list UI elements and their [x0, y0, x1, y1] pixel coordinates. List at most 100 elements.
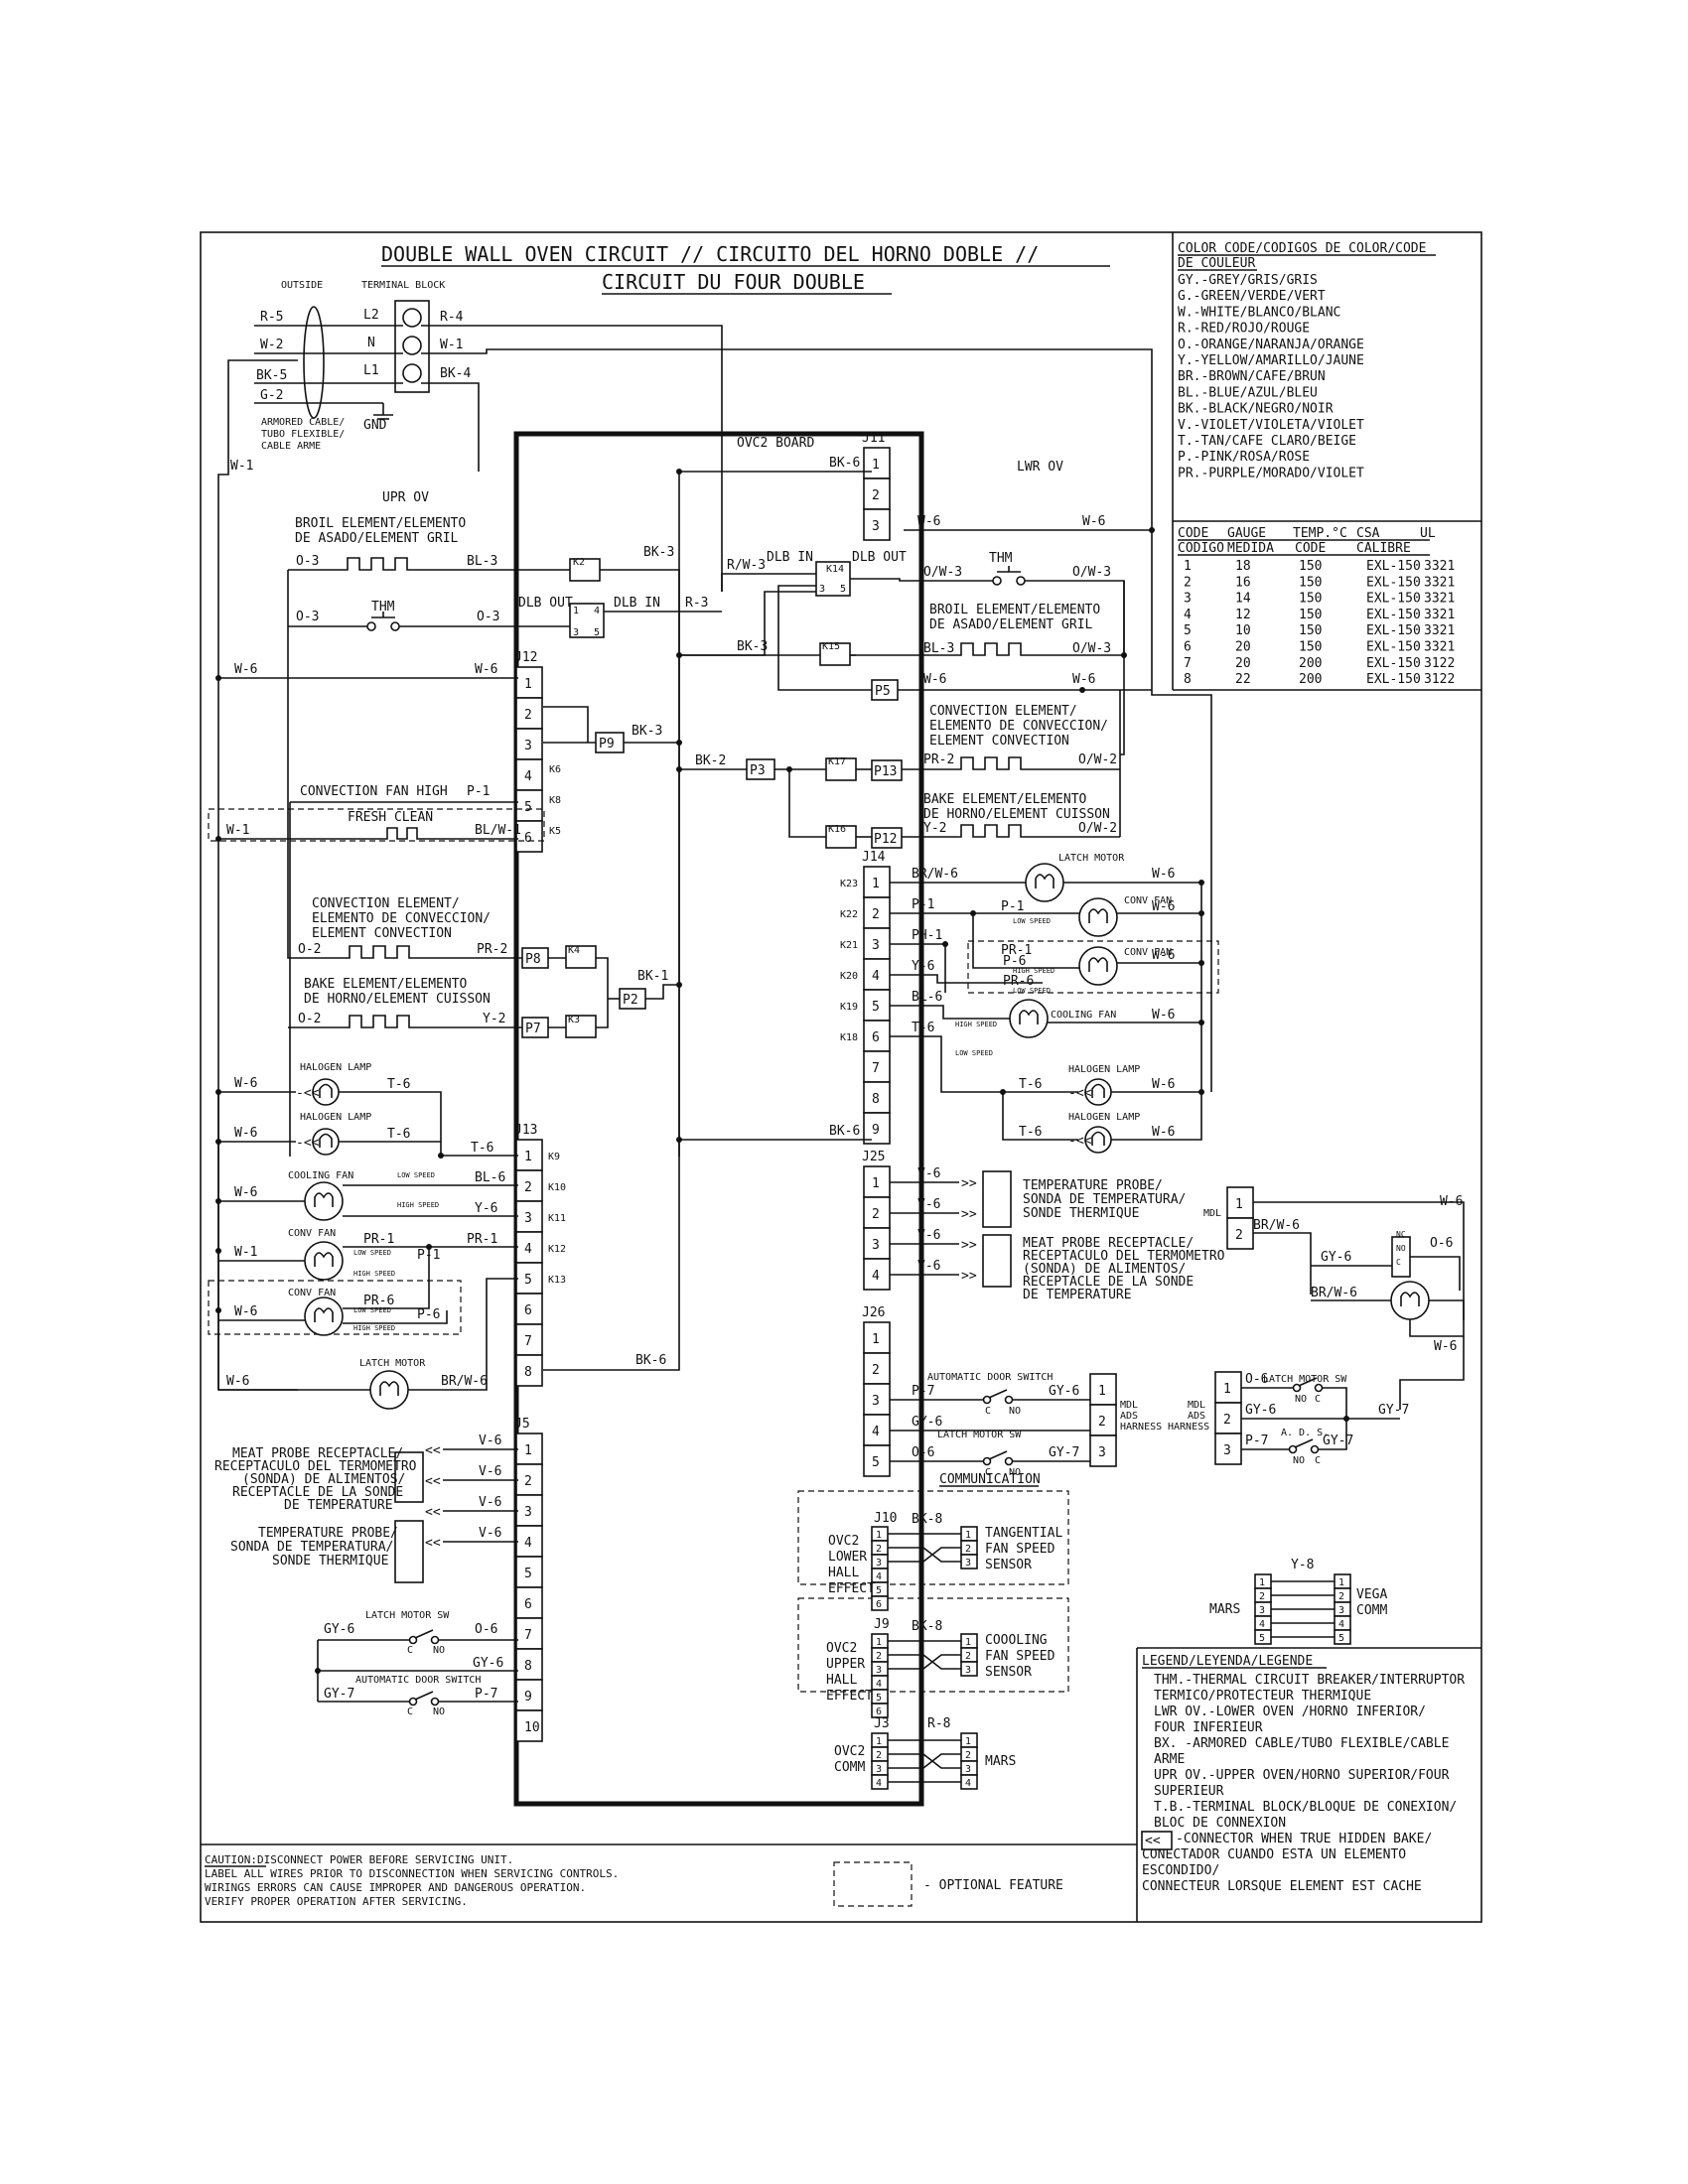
lower-bk3: BK-3 [737, 639, 768, 654]
upper-conv-label-2: ELEMENTO DE CONVECCION/ [312, 911, 491, 926]
speed-label: HIGH SPEED [1013, 967, 1055, 975]
wire-label: V-6 [917, 1228, 940, 1243]
pin-number: 2 [1235, 1228, 1243, 1243]
mars-pin-num: 4 [965, 1778, 971, 1789]
connector-arrow-icon: << [425, 1474, 441, 1489]
lower-w6-b: W-6 [1072, 672, 1095, 687]
lower-w6-a: W-6 [923, 672, 946, 687]
upper-conv-fan-high: CONVECTION FAN HIGH [300, 784, 448, 799]
relay-label: K12 [548, 1244, 566, 1255]
pin-number-j26: 2 [872, 1363, 880, 1378]
connector-label-j5: J5 [514, 1417, 530, 1432]
wire [888, 1547, 961, 1563]
latch-sw-label-right: LATCH MOTOR SW [937, 1430, 1022, 1440]
pin-number: 3 [1098, 1445, 1106, 1460]
relay-label: K19 [840, 1002, 858, 1013]
upper-oven-circuit: BROIL ELEMENT/ELEMENTO DE ASADO/ELEMENT … [208, 516, 778, 1157]
mid-switch-pin [1089, 1373, 1117, 1406]
cooling-label: SENSOR [985, 1665, 1032, 1680]
wire [1253, 1232, 1312, 1295]
connector-pin-j14 [863, 1020, 891, 1052]
wire-label: O-6 [1430, 1236, 1453, 1251]
cooling-sensor-pin-num: 2 [965, 1651, 971, 1662]
pin-number-j5: 10 [524, 1720, 540, 1735]
conv-fan-2-motor-icon-coil [1088, 957, 1108, 972]
cooling-fan-label: COOLING FAN [1051, 1010, 1116, 1021]
title-line-1: DOUBLE WALL OVEN CIRCUIT // CIRCUITO DEL… [381, 242, 1039, 266]
legend-title: LEGEND/LEYENDA/LEGENDE [1142, 1654, 1313, 1669]
meat-probe-label: MEAT PROBE RECEPTACLE/ [232, 1446, 403, 1461]
wire-label: P-1 [1001, 899, 1024, 914]
upper-w6-a: W-6 [234, 662, 257, 677]
connector-label-j11: J11 [862, 431, 885, 446]
lower-broil-label-1: BROIL ELEMENT/ELEMENTO [929, 603, 1100, 617]
lower-conv-label-1: CONVECTION ELEMENT/ [929, 704, 1077, 719]
mdl-label: MDL [1188, 1400, 1205, 1411]
wire [1399, 1336, 1465, 1410]
latch-motor-label: LATCH MOTOR [1058, 853, 1125, 864]
gauge-cell: 3 [1184, 592, 1192, 607]
wire [888, 1654, 961, 1670]
meat-probe-right-icon [982, 1234, 1012, 1288]
relay-label: K9 [548, 1152, 560, 1162]
sw-c-label: C [985, 1406, 991, 1417]
sw-c-label: C [1315, 1455, 1321, 1466]
gauge-cell: EXL-150 [1366, 656, 1421, 671]
cooling-fan-label: COOLING FAN [288, 1170, 353, 1181]
wire [339, 1091, 518, 1157]
gauge-cell: 12 [1235, 608, 1251, 622]
wire-label: W-6 [226, 1374, 249, 1389]
wire-label: W-6 [1434, 1339, 1457, 1354]
auto-door-switch-right-contact [1004, 1395, 1014, 1405]
latch-motor-icon-coil [1035, 874, 1055, 888]
mars-pin-num: 3 [965, 1764, 971, 1775]
c-label: C [1396, 1258, 1401, 1267]
legend-line: TERMICO/PROTECTEUR THERMIQUE [1154, 1689, 1371, 1704]
wire-label: V-6 [917, 1259, 940, 1274]
pin-number-j14: 6 [872, 1030, 880, 1045]
connector-pin-j13 [515, 1293, 543, 1325]
legend-line: UPR OV.-UPPER OVEN/HORNO SUPERIOR/FOUR [1154, 1768, 1450, 1783]
connector-pin-j13 [515, 1323, 543, 1356]
gauge-header: CSA [1356, 526, 1380, 541]
color-code-item: W.-WHITE/BLANCO/BLANC [1178, 305, 1340, 320]
fresh-clean-label: FRESH CLEAN [348, 810, 433, 825]
vega-pin-num: 5 [1338, 1633, 1344, 1644]
wire-label: V-6 [479, 1495, 501, 1510]
pin-number-j13: 7 [524, 1334, 532, 1349]
connector-symbol-icon-glyph: << [1145, 1834, 1161, 1848]
j3-pin-num: 4 [876, 1778, 882, 1789]
lower-bake-label-1: BAKE ELEMENT/ELEMENTO [923, 792, 1087, 807]
legend-line: ESCONDIDO/ [1142, 1863, 1219, 1878]
cooling-fan-left-icon [304, 1181, 344, 1221]
pin-label-n: N [367, 336, 375, 350]
wire-label: GY-7 [1049, 1445, 1079, 1460]
wire-label: O-6 [912, 1445, 934, 1460]
title-line-2: CIRCUIT DU FOUR DOUBLE [602, 270, 865, 294]
upper-hall-label: EFFECT [826, 1689, 873, 1704]
junction-dot [1198, 910, 1204, 916]
wire-label: V-6 [917, 1197, 940, 1212]
right-latch-switch-contact [1292, 1383, 1302, 1393]
wire-label: PR-1 [363, 1232, 394, 1247]
halogen-lamp-left-2-icon-arrow: -<< [296, 1136, 320, 1151]
color-code-item: BL.-BLUE/AZUL/BLEU [1178, 385, 1318, 400]
connector-pin-j13 [515, 1354, 543, 1387]
pin-number-j5: 1 [524, 1443, 532, 1458]
terminal-pin-n [402, 336, 422, 355]
gauge-cell: 5 [1184, 623, 1192, 638]
gauge-header: CODIGO [1178, 541, 1224, 556]
cooling-label: COOOLING [985, 1633, 1048, 1648]
connector-pin-j5 [515, 1617, 543, 1650]
junction-dot [438, 1153, 444, 1159]
junction-dot [215, 1248, 221, 1254]
board-internal-wiring: BK-6 BK-3 BK-2 P3 BK-6 BK-6 [543, 456, 872, 1371]
sw-no-label: NO [1295, 1394, 1307, 1405]
wire-label: Y-6 [912, 959, 934, 974]
conv-fan-motor-icon [1078, 897, 1118, 937]
color-code-item: GY.-GREY/GRIS/GRIS [1178, 273, 1318, 288]
j10-pin-num: 6 [876, 1599, 882, 1610]
speed-label: HIGH SPEED [353, 1324, 395, 1332]
wire-label: BR/W-6 [912, 867, 958, 882]
upper-bk1: BK-1 [637, 969, 668, 984]
